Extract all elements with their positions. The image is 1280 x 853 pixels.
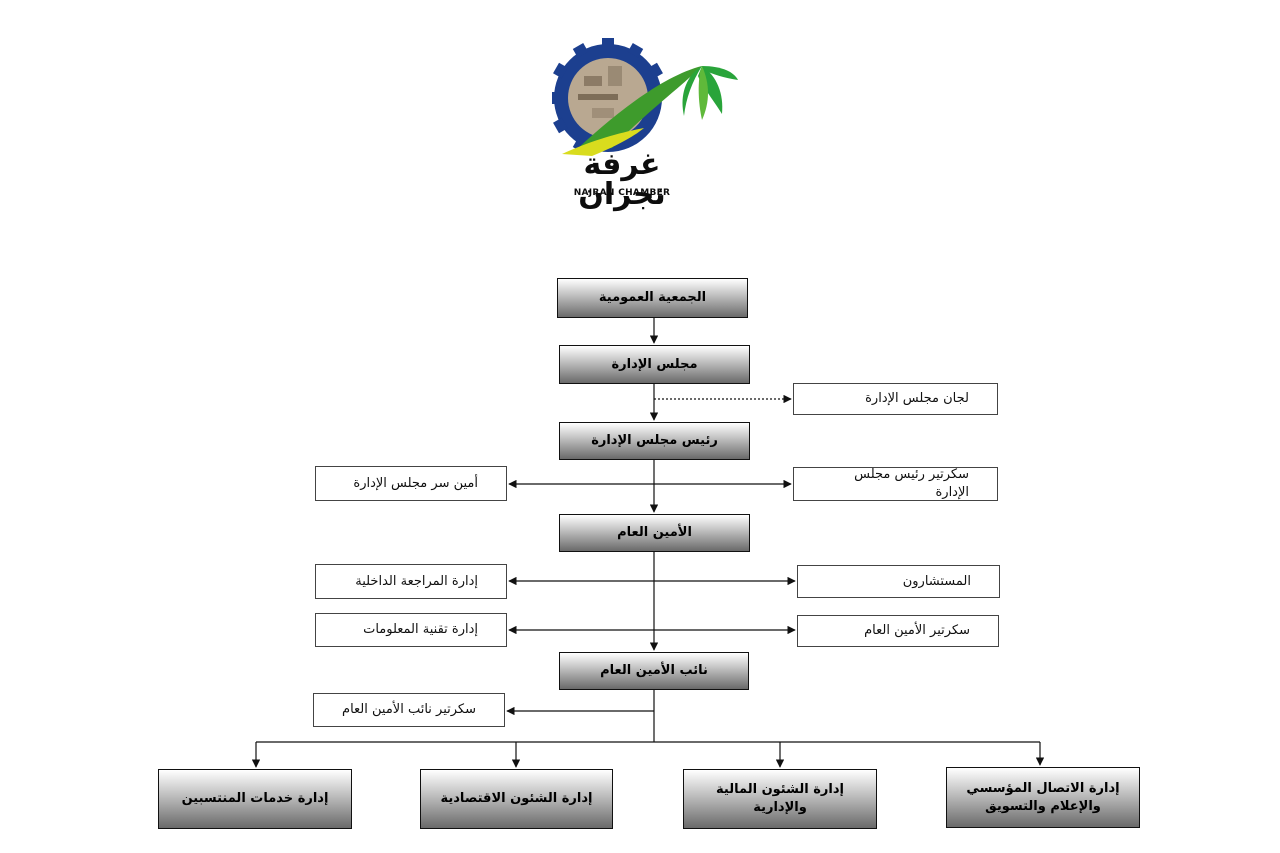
node-consultants: المستشارون <box>797 565 1000 598</box>
node-secretary-general: الأمين العام <box>559 514 750 552</box>
node-internal-audit: إدارة المراجعة الداخلية <box>315 564 507 599</box>
node-corporate-communication: إدارة الاتصال المؤسسي والإعلام والتسويق <box>946 767 1140 828</box>
gear-icon <box>552 38 663 153</box>
node-finance-admin: إدارة الشئون المالية والإدارية <box>683 769 877 829</box>
najran-chamber-logo <box>552 38 738 156</box>
node-general-assembly: الجمعية العمومية <box>557 278 748 318</box>
logo-arabic-name: غرفة نجران <box>578 147 666 212</box>
node-board-of-directors: مجلس الإدارة <box>559 345 750 384</box>
node-board-secretary: أمين سر مجلس الإدارة <box>315 466 507 501</box>
node-sg-secretary: سكرتير الأمين العام <box>797 615 999 647</box>
node-it-department: إدارة تقنية المعلومات <box>315 613 507 647</box>
logo-english-name: NAJRAN CHAMBER <box>573 188 671 198</box>
node-economic-affairs: إدارة الشئون الاقتصادية <box>420 769 613 829</box>
node-chairman: رئيس مجلس الإدارة <box>559 422 750 460</box>
node-deputy-secretary-general: نائب الأمين العام <box>559 652 749 690</box>
node-chairman-secretary: سكرتير رئيس مجلس الإدارة <box>793 467 998 501</box>
node-board-committees: لجان مجلس الإدارة <box>793 383 998 415</box>
node-deputy-sg-secretary: سكرتير نائب الأمين العام <box>313 693 505 727</box>
palm-leaf-icon <box>562 66 738 156</box>
node-member-services: إدارة خدمات المنتسبين <box>158 769 352 829</box>
